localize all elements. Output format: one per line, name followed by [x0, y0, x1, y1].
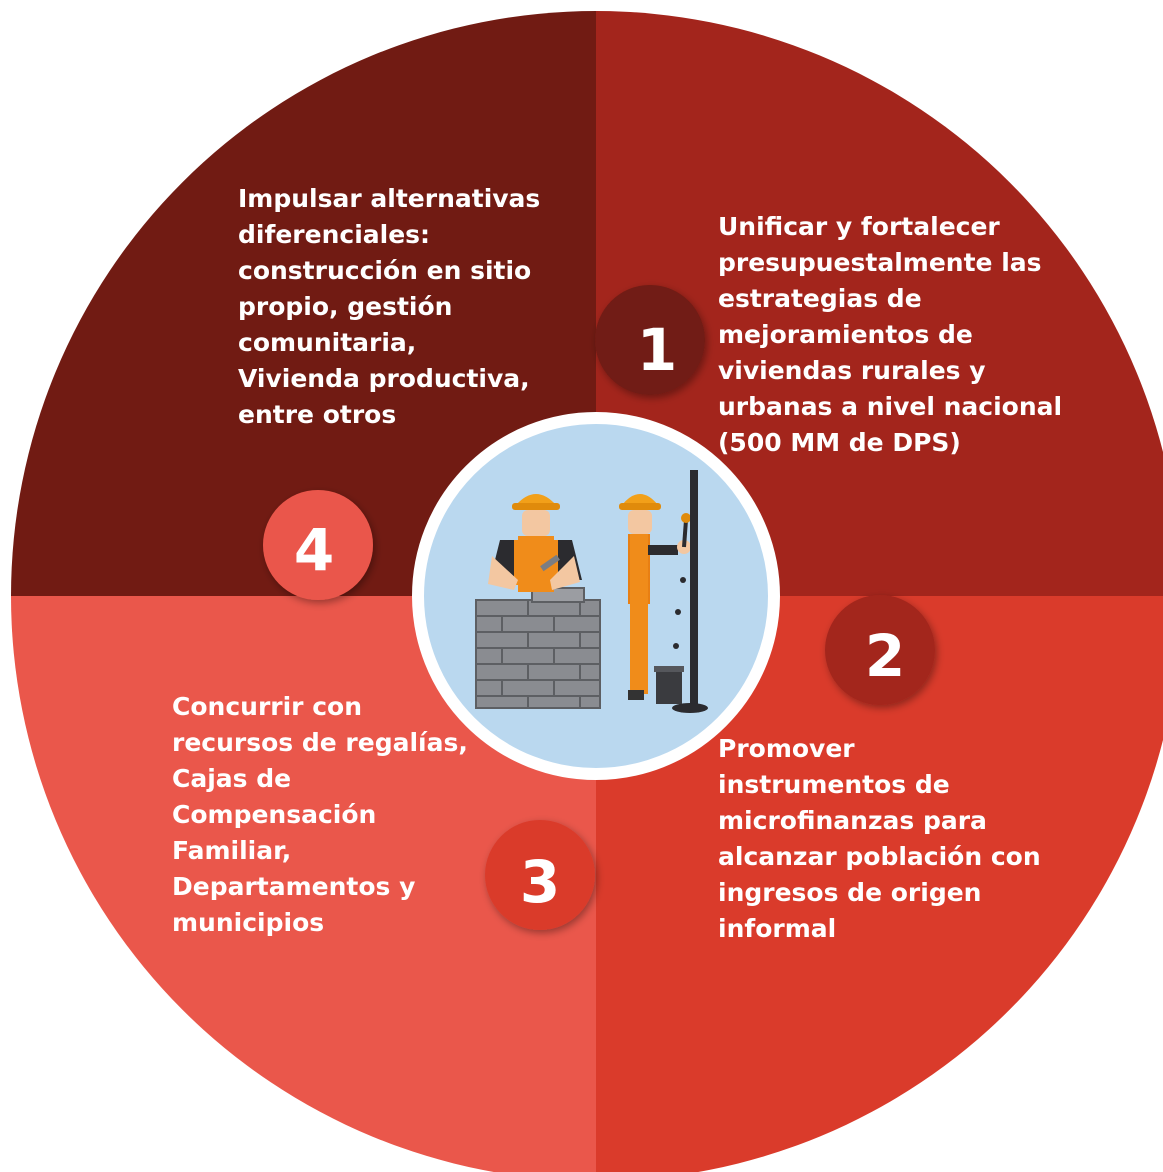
step-number-2: 2 [865, 622, 905, 690]
tab-2 [825, 595, 935, 705]
tab-1 [595, 285, 705, 395]
step-number-3: 3 [520, 848, 560, 916]
pole [690, 470, 698, 705]
step-number-1: 1 [637, 316, 677, 384]
bricklayer-worker-icon [488, 494, 582, 592]
center-illustration [412, 412, 780, 780]
step-text-4: Impulsar alternativas diferenciales: con… [238, 184, 541, 429]
step-text-1: Unificar y fortalecer presupuestalmente … [718, 212, 1063, 457]
tab-4 [263, 490, 373, 600]
paint-bucket-icon [654, 666, 684, 704]
step-text-3: Concurrir con recursos de regalías, Caja… [172, 692, 468, 937]
step-text-2: Promover instrumentos de microfinanzas p… [718, 734, 1041, 943]
tab-3 [485, 820, 595, 930]
step-number-4: 4 [294, 516, 334, 584]
painter-worker-icon [619, 494, 691, 700]
brick-wall-icon [475, 587, 601, 709]
